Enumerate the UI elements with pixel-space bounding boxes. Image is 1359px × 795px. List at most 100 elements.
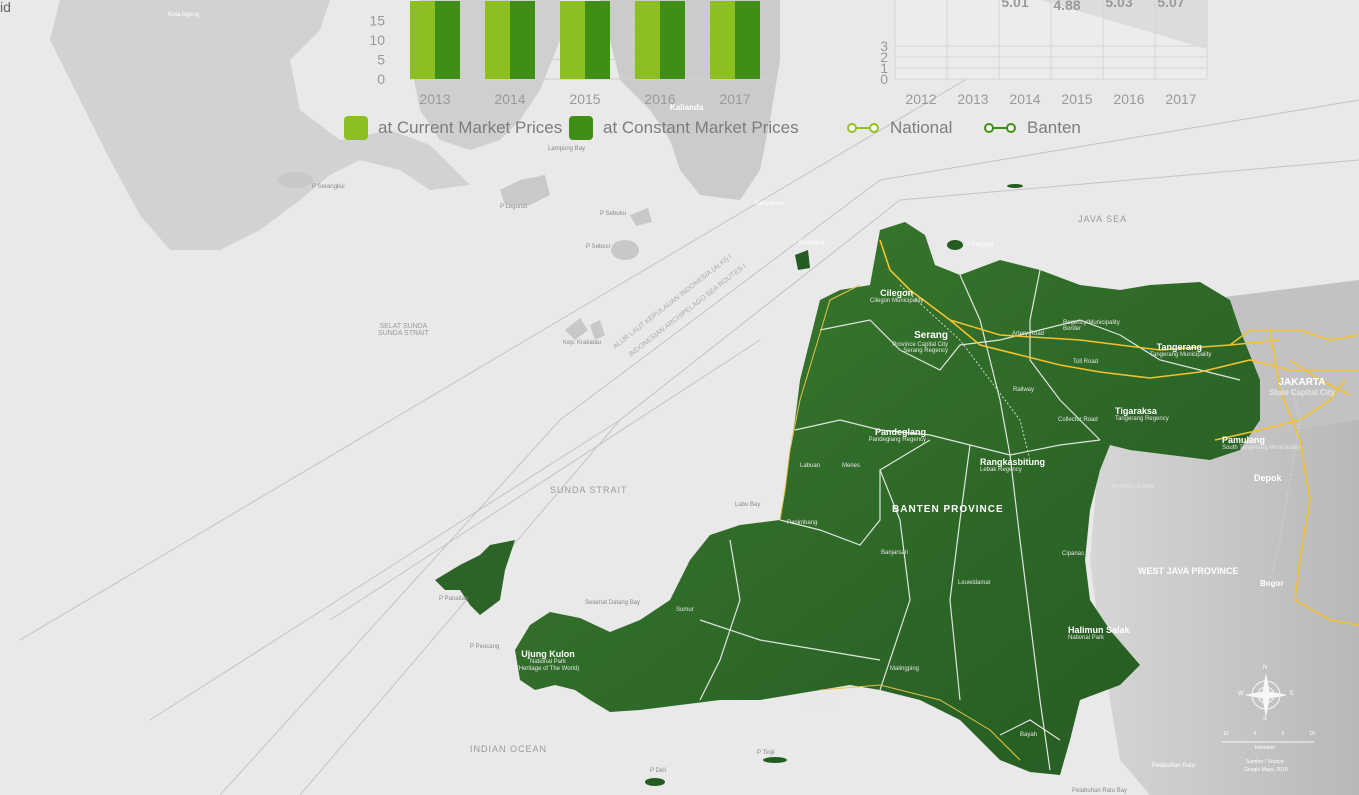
label-indian-ocean: INDIAN OCEAN: [470, 744, 548, 754]
label-west-java-province: WEST JAVA PROVINCE: [1138, 566, 1239, 576]
legend-label-banten: Banten: [1027, 118, 1081, 137]
compass-source: Sumber / Source:: [1246, 759, 1285, 765]
label-pelabuhan-ratu-bay: Pelabuhan Ratu Bay: [1072, 788, 1128, 794]
city-pamulang-sub: South Tangerang Municipality: [1222, 445, 1301, 452]
city-tigaraksa-sub: Tangerang Regency: [1115, 416, 1169, 423]
legend-label-constant: at Constant Market Prices: [603, 118, 799, 137]
island-serangkui: [277, 172, 313, 188]
island-deli: [645, 778, 665, 786]
line-y-tick: 1: [880, 60, 888, 76]
label-p-deli: P Deli: [650, 768, 666, 774]
legend-label-current: at Current Market Prices: [378, 118, 563, 137]
panaitan-island: [435, 540, 515, 615]
city-pandeglang-name: Pandeglang: [874, 427, 926, 437]
bar-x-tick: 2016: [644, 91, 675, 107]
road-label-artery: Artery Road: [1012, 331, 1045, 337]
coastal-roads: [779, 284, 1021, 761]
town-menes: Menes: [842, 463, 861, 469]
ujung-kulon-sub1: National Park: [529, 659, 567, 666]
bar-2017-current: [710, 1, 735, 79]
bar-x-tick: 2013: [419, 91, 450, 107]
line-y-tick: 0: [880, 71, 888, 87]
bar-x-tick: 2014: [494, 91, 525, 107]
railway-lines: [899, 284, 1301, 581]
legend-swatch-constant: [569, 116, 593, 140]
city-jakarta: JAKARTA State Capital City: [1262, 377, 1342, 397]
label-pelabuhan-ratu: Pelabuhan Ratu: [1152, 763, 1196, 769]
label-labu-bay: Labu Bay: [735, 502, 761, 508]
sea-lanes: [19, 0, 1359, 795]
road-label-regency-border: Regency/Municipality Border: [1063, 320, 1120, 333]
compass-n: N: [1263, 665, 1268, 671]
city-cilegon-name: Cilegon: [880, 288, 914, 298]
city-rangkasbitung-name: Rangkasbitung: [980, 457, 1046, 467]
city-tigaraksa-name: Tigaraksa: [1115, 406, 1157, 416]
town-binuangeun: Binuangeun: [804, 702, 837, 708]
city-pandeglang: Pandeglang Pandeglang Regency: [858, 427, 926, 444]
bar-2016-current: [635, 1, 660, 79]
island-sebesi: [611, 240, 639, 260]
compass-w: W: [1238, 691, 1244, 697]
scale-10a: 10: [1223, 731, 1229, 737]
label-lampung-bay: Lampung Bay: [548, 146, 586, 152]
legend-national: National: [846, 118, 952, 138]
line-y-tick: 3: [880, 38, 888, 54]
label-selamat-datang-bay: Selamat Datang Bay: [585, 600, 641, 606]
scale-0: 0: [1281, 731, 1285, 737]
ujung-kulon-sub2: (Heritage of The World): [516, 665, 580, 672]
city-bogor: Bogor: [1260, 579, 1284, 588]
island-krakatau: [565, 318, 605, 340]
city-serang-sub1: Province Capital City: [892, 341, 948, 348]
city-tangerang-name: Tangerang: [1156, 342, 1202, 352]
halimun-sub: National Park: [1068, 635, 1105, 642]
town-bayah: Bayah: [1020, 732, 1038, 738]
island-sangiang: [795, 250, 810, 270]
label-sunda-strait-sea: SUNDA STRAIT: [550, 485, 628, 495]
label-p-tinjil: P Tinjil: [757, 750, 775, 756]
island-legundi: [500, 175, 550, 205]
label-p-peucang: P Peucang: [470, 644, 500, 650]
cropped-title-fragment: id: [0, 0, 11, 15]
label-p-sebesi: P Sebesi: [586, 244, 610, 250]
banten-province-landmass: [515, 222, 1260, 775]
line-y-tick: 2: [880, 49, 888, 65]
road-label-province-border: Province Border: [1112, 484, 1156, 490]
city-pamulang: Pamulang South Tangerang Municipality: [1222, 435, 1301, 452]
halimun-name: Halimun Salak: [1068, 625, 1130, 635]
town-banjarsari: Banjarsari: [881, 550, 909, 556]
city-rangkasbitung-sub: Lebak Regency: [980, 467, 1022, 474]
city-jakarta-name: JAKARTA: [1278, 377, 1326, 388]
legend-label-national: National: [890, 118, 953, 137]
label-kep-krakatau: Kep. Krakatau: [563, 340, 602, 346]
bar-x-tick: 2017: [719, 91, 750, 107]
label-kalianda: Kalianda: [670, 103, 704, 112]
compass-source2: Google Maps, 2018: [1244, 767, 1288, 773]
island-panjang: [947, 240, 963, 250]
line-x-tick: 2015: [1061, 91, 1092, 107]
city-serang-name: Serang: [914, 330, 948, 341]
island-sebuku: [630, 208, 652, 226]
label-ujung-kulon: Ujung Kulon National Park (Heritage of T…: [512, 649, 584, 672]
regency-borders: [699, 269, 1241, 771]
line-x-tick: 2014: [1009, 91, 1040, 107]
road-label-collector: Collector Road: [1058, 417, 1098, 423]
legend-constant-prices: at Constant Market Prices: [569, 116, 799, 140]
compass-s: S: [1263, 716, 1268, 722]
label-p-legundi: P Legundi: [500, 204, 527, 210]
city-serang: Serang Province Capital City Serang Rege…: [878, 330, 948, 354]
label-selat-sunda-id: SELAT SUNDA: [379, 323, 428, 330]
bar-2015-current: [560, 1, 585, 79]
bar-2013-current: [410, 1, 435, 79]
line-x-tick: 2016: [1113, 91, 1144, 107]
label-p-sangiang: P Sangiang: [793, 240, 824, 246]
label-p-panaitan: P Panaitan: [439, 596, 469, 602]
bar-y-tick: 5: [377, 52, 385, 68]
town-cipanas: Cipanas: [1062, 551, 1085, 557]
line-x-tick: 2013: [957, 91, 988, 107]
town-labuan: Labuan: [800, 463, 821, 469]
city-jakarta-sub: State Capital City: [1269, 387, 1335, 397]
west-java-landmass: [1090, 360, 1359, 795]
compass-unit: kilometer: [1255, 745, 1276, 751]
city-rangkasbitung: Rangkasbitung Lebak Regency: [980, 457, 1046, 474]
